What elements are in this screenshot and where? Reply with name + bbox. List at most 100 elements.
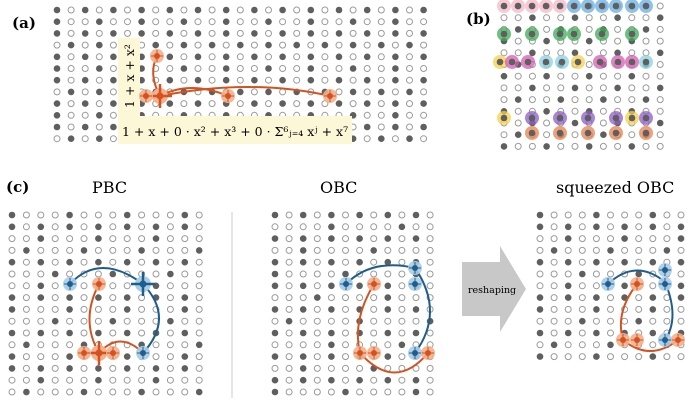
- lattice-site-empty: [66, 235, 74, 243]
- lattice-site-empty: [138, 211, 146, 219]
- lattice-site-filled: [635, 317, 642, 325]
- lattice-site-filled: [181, 306, 189, 313]
- lattice-site-empty: [293, 65, 301, 72]
- lattice-site-empty: [578, 223, 586, 231]
- lattice-site-filled: [123, 329, 131, 337]
- lattice-site-empty: [80, 364, 88, 372]
- lattice-site-empty: [370, 305, 378, 313]
- lattice-site-filled: [335, 53, 343, 61]
- lattice-site-filled: [167, 270, 174, 278]
- lattice-site-empty: [81, 41, 89, 49]
- lattice-site-empty: [166, 294, 174, 302]
- lattice-site-filled: [420, 53, 427, 61]
- lattice-site-empty: [663, 223, 671, 231]
- lattice-site-filled: [593, 211, 600, 219]
- lattice-site-empty: [293, 76, 301, 84]
- kernel-marker-site: [556, 30, 564, 38]
- lattice-site-empty: [550, 270, 558, 278]
- lattice-site-empty: [265, 6, 272, 14]
- lattice-site-filled: [384, 282, 392, 290]
- lattice-site-filled: [328, 306, 335, 313]
- lattice-site-empty: [500, 84, 508, 92]
- lattice-site-empty: [578, 329, 586, 337]
- lattice-site-empty: [37, 388, 45, 396]
- kernel-marker-site: [500, 2, 508, 10]
- lattice-site-filled: [53, 100, 61, 107]
- lattice-site-filled: [356, 211, 363, 219]
- lattice-site-filled: [53, 53, 61, 61]
- lattice-site-empty: [22, 223, 30, 231]
- lattice-site-filled: [81, 53, 89, 61]
- lattice-site-filled: [53, 112, 61, 119]
- lattice-site-empty: [285, 388, 293, 396]
- lattice-site-filled: [271, 306, 279, 313]
- lattice-site-empty: [599, 49, 607, 57]
- lattice-site-empty: [166, 364, 174, 372]
- lattice-site-empty: [195, 211, 203, 219]
- lattice-site-empty: [578, 341, 586, 349]
- lattice-site-empty: [377, 76, 385, 84]
- kernel-marker-site: [584, 114, 592, 122]
- obc-orange-curve-bottom: [359, 352, 429, 374]
- lattice-site-empty: [285, 235, 293, 243]
- kernel-marker-site: [628, 30, 636, 38]
- lattice-site-empty: [152, 246, 160, 254]
- lattice-site-empty: [236, 29, 244, 37]
- lattice-site-empty: [166, 305, 174, 313]
- lattice-site-filled: [543, 37, 550, 45]
- obc-orange-top-core: [371, 281, 377, 287]
- lattice-site-empty: [543, 14, 551, 22]
- lattice-site-empty: [94, 246, 102, 254]
- lattice-site-empty: [194, 65, 202, 72]
- lattice-site-filled: [110, 6, 117, 14]
- lattice-site-empty: [195, 364, 203, 372]
- lattice-site-empty: [67, 53, 75, 61]
- lattice-site-empty: [123, 388, 131, 396]
- lattice-site-filled: [265, 88, 272, 96]
- lattice-site-empty: [370, 235, 378, 243]
- lattice-site-filled: [420, 30, 427, 37]
- lattice-site-filled: [536, 211, 544, 219]
- lattice-site-filled: [37, 258, 45, 266]
- lattice-site-empty: [677, 270, 685, 278]
- lattice-site-filled: [167, 317, 174, 325]
- lattice-site-empty: [377, 111, 385, 119]
- lattice-site-filled: [649, 353, 657, 360]
- sq-blue-bottom-core: [662, 337, 668, 343]
- lattice-site-filled: [23, 388, 30, 396]
- lattice-site-filled: [194, 100, 202, 107]
- pbc-orange-right-core: [110, 350, 116, 356]
- lattice-site-empty: [599, 107, 607, 115]
- reshaping-arrow: [462, 246, 526, 332]
- lattice-site-filled: [53, 30, 61, 37]
- kernel-marker-site: [642, 2, 650, 10]
- lattice-site-filled: [356, 235, 363, 242]
- lattice-site-filled: [600, 131, 607, 138]
- vertical-formula: 1 + x + x²: [122, 44, 137, 108]
- lattice-site-filled: [342, 270, 349, 278]
- lattice-site-empty: [363, 135, 371, 143]
- lattice-site-empty: [342, 211, 349, 219]
- lattice-site-filled: [194, 6, 202, 14]
- panel-a-label: (a): [12, 14, 36, 32]
- lattice-site-empty: [391, 41, 399, 49]
- lattice-site-empty: [377, 53, 385, 61]
- lattice-site-empty: [138, 317, 146, 325]
- lattice-site-empty: [152, 18, 160, 26]
- lattice-site-empty: [313, 246, 321, 254]
- lattice-site-filled: [237, 41, 244, 49]
- lattice-site-filled: [307, 65, 315, 72]
- lattice-site-empty: [370, 317, 378, 325]
- lattice-site-filled: [585, 37, 593, 45]
- kernel-marker-site: [528, 2, 536, 10]
- lattice-site-empty: [663, 235, 671, 243]
- lattice-site-empty: [363, 88, 371, 96]
- lattice-site-empty: [166, 282, 174, 290]
- lattice-site-filled: [328, 223, 335, 231]
- lattice-site-empty: [543, 96, 551, 104]
- lattice-site-filled: [51, 270, 59, 278]
- lattice-site-empty: [543, 131, 551, 139]
- lattice-site-empty: [398, 282, 406, 290]
- lattice-site-empty: [66, 388, 74, 396]
- lattice-site-filled: [550, 341, 558, 349]
